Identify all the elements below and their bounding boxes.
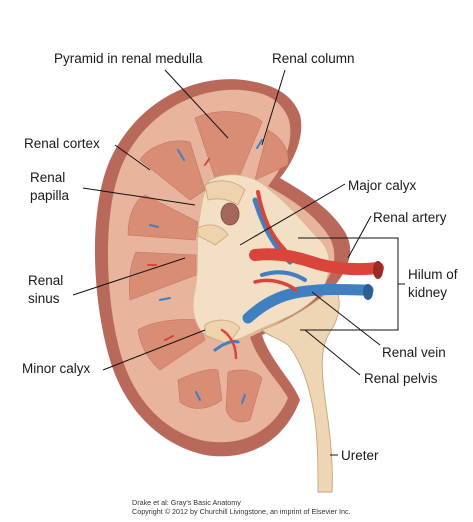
label-renal-papilla-line1: Renal — [30, 170, 65, 185]
label-renal-column: Renal column — [272, 51, 355, 66]
leader-lines — [72, 69, 405, 456]
label-hilum-line1: Hilum of — [408, 267, 458, 282]
label-renal-sinus-line1: Renal — [28, 273, 63, 288]
label-pyramid: Pyramid in renal medulla — [54, 51, 203, 66]
label-renal-pelvis: Renal pelvis — [364, 371, 438, 386]
label-minor-calyx: Minor calyx — [22, 361, 91, 376]
label-renal-cortex: Renal cortex — [24, 136, 100, 151]
label-hilum-line2: kidney — [408, 285, 447, 300]
calyces — [197, 180, 246, 346]
label-renal-papilla-line2: papilla — [30, 188, 70, 203]
label-renal-sinus-line2: sinus — [28, 291, 60, 306]
credit-line2: Copyright © 2012 by Churchill Livingston… — [132, 507, 351, 516]
labels: Pyramid in renal medulla Renal column Re… — [22, 51, 458, 463]
credit-line1: Drake et al: Gray's Basic Anatomy — [132, 498, 241, 507]
label-renal-vein: Renal vein — [382, 345, 446, 360]
label-ureter: Ureter — [341, 448, 379, 463]
renal-artery-vessels — [220, 190, 384, 360]
label-renal-artery: Renal artery — [373, 210, 447, 225]
interlobar-vessels — [147, 139, 263, 404]
label-major-calyx: Major calyx — [348, 178, 417, 193]
kidney-illustration — [94, 79, 384, 493]
copyright-credit: Drake et al: Gray's Basic Anatomy Copyri… — [132, 498, 351, 516]
